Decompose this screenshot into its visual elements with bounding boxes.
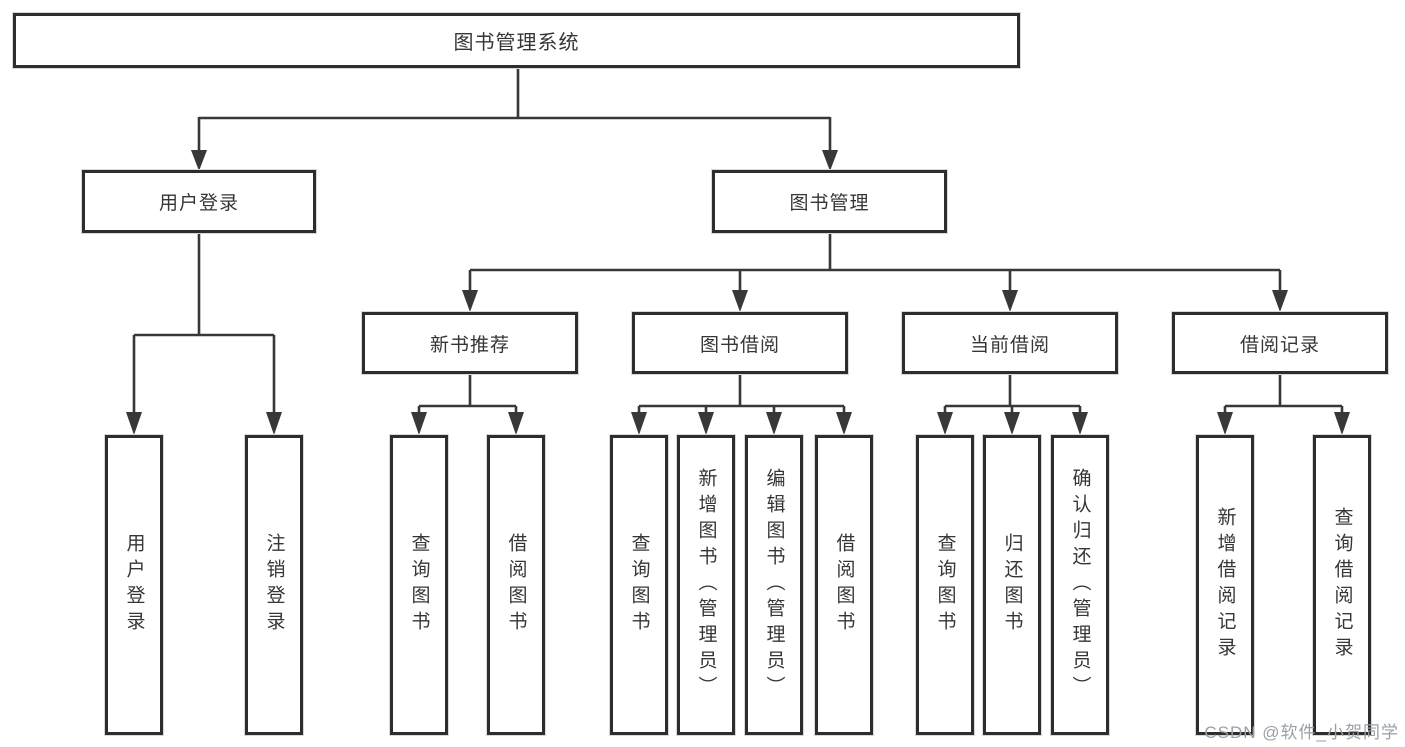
connector-user-login-children xyxy=(126,233,282,435)
leaf-borrow-books-borrowing: 借阅图书 xyxy=(815,435,873,735)
node-new-book-recommendation: 新书推荐 xyxy=(362,312,578,374)
connector-current-borrowing-children xyxy=(937,374,1088,435)
leaf-add-borrow-record: 新增借阅记录 xyxy=(1196,435,1254,735)
node-label: 查询图书 xyxy=(628,533,650,637)
leaf-borrow-books-recommend: 借阅图书 xyxy=(487,435,545,735)
leaf-query-books-recommend: 查询图书 xyxy=(390,435,448,735)
node-label: 查询图书 xyxy=(408,533,430,637)
node-label: 借阅图书 xyxy=(833,533,855,637)
leaf-user-login: 用户登录 xyxy=(105,435,163,735)
connector-new-book-children xyxy=(411,374,524,435)
node-label: 查询图书 xyxy=(934,533,956,637)
node-label: 查询借阅记录 xyxy=(1331,507,1353,663)
leaf-confirm-return-admin: 确认归还（管理员） xyxy=(1051,435,1109,735)
watermark-text: CSDN @软件_小贺同学 xyxy=(1204,723,1399,742)
connector-root-to-level2 xyxy=(191,68,838,171)
leaf-query-books-borrowing: 查询图书 xyxy=(610,435,668,735)
leaf-query-borrow-record: 查询借阅记录 xyxy=(1313,435,1371,735)
node-label: 新增图书（管理员） xyxy=(695,468,717,702)
node-label: 用户登录 xyxy=(158,193,239,214)
node-label: 新书推荐 xyxy=(429,334,510,356)
node-label: 归还图书 xyxy=(1001,533,1023,637)
connector-borrowing-records-children xyxy=(1217,374,1350,435)
node-borrowing-records: 借阅记录 xyxy=(1172,312,1388,374)
leaf-return-books: 归还图书 xyxy=(983,435,1041,735)
connector-book-borrowing-children xyxy=(631,374,852,435)
node-label: 当前借阅 xyxy=(969,334,1050,356)
node-label: 注销登录 xyxy=(263,533,285,637)
node-user-login: 用户登录 xyxy=(82,170,316,233)
node-library-management-system: 图书管理系统 xyxy=(13,13,1020,68)
node-book-borrowing: 图书借阅 xyxy=(632,312,848,374)
node-current-borrowing: 当前借阅 xyxy=(902,312,1118,374)
node-label: 借阅记录 xyxy=(1239,334,1320,356)
node-label: 借阅图书 xyxy=(505,533,527,637)
leaf-logout: 注销登录 xyxy=(245,435,303,735)
node-label: 确认归还（管理员） xyxy=(1069,468,1091,702)
node-label: 新增借阅记录 xyxy=(1214,507,1236,663)
leaf-query-books-current: 查询图书 xyxy=(916,435,974,735)
node-book-management: 图书管理 xyxy=(712,170,947,233)
leaf-edit-book-admin: 编辑图书（管理员） xyxy=(745,435,803,735)
node-label: 图书管理 xyxy=(789,193,870,214)
connector-book-management-children xyxy=(462,233,1288,312)
leaf-add-book-admin: 新增图书（管理员） xyxy=(677,435,735,735)
node-label: 用户登录 xyxy=(123,533,145,637)
node-label: 图书借阅 xyxy=(699,334,780,356)
node-label: 编辑图书（管理员） xyxy=(763,468,785,702)
node-label: 图书管理系统 xyxy=(453,32,580,54)
